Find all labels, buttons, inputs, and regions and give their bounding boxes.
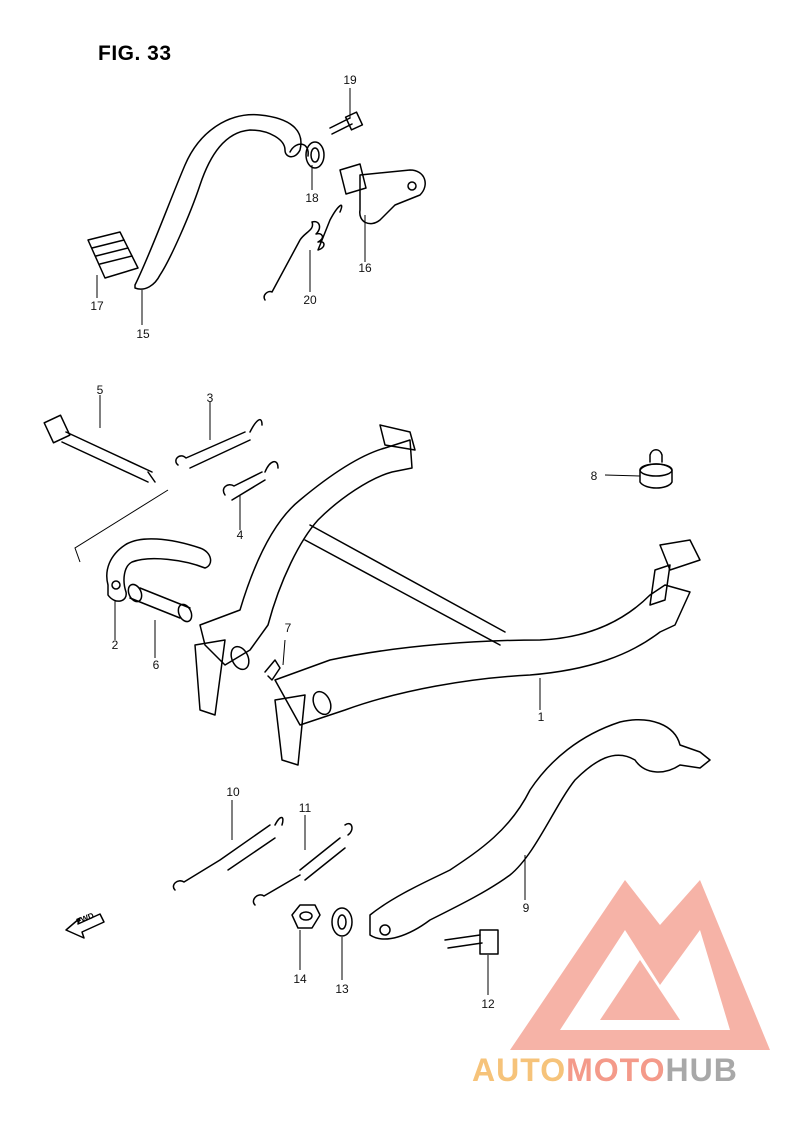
- stopper-8-part: [639, 449, 673, 489]
- callout-20: 20: [303, 293, 317, 307]
- callout-7: 7: [284, 621, 292, 635]
- watermark-part-1: AUTO: [472, 1052, 567, 1088]
- spring-4-part: [222, 460, 279, 501]
- watermark-text: AUTOMOTOHUB: [472, 1052, 738, 1089]
- callout-9: 9: [522, 901, 530, 915]
- callout-15: 15: [136, 327, 150, 341]
- gear-lever-part: [134, 113, 325, 290]
- watermark-part-3: HUB: [665, 1052, 738, 1088]
- callout-3: 3: [206, 391, 214, 405]
- callout-1: 1: [537, 710, 545, 724]
- bolt-19-part: [329, 111, 364, 135]
- callout-6: 6: [152, 658, 160, 672]
- callout-12: 12: [481, 997, 495, 1011]
- spring-11-part: [252, 823, 353, 906]
- shaft-bracket-part: [339, 163, 426, 225]
- callout-5: 5: [96, 383, 104, 397]
- callout-11: 11: [298, 801, 312, 815]
- callout-17: 17: [90, 299, 104, 313]
- bracket-2-part: [106, 538, 212, 602]
- spring-3-part: [175, 418, 263, 469]
- fwd-arrow-icon: [65, 913, 105, 939]
- bolt-12-part: [444, 929, 499, 955]
- nut-14-part: [291, 904, 321, 929]
- figure-title: FIG. 33: [98, 42, 172, 65]
- washer-13-part: [331, 907, 353, 937]
- callout-18: 18: [305, 191, 319, 205]
- leader-lines: [74, 88, 641, 995]
- watermark-part-2: MOTO: [566, 1052, 666, 1088]
- main-stand-part: [194, 424, 701, 766]
- callout-19: 19: [343, 73, 357, 87]
- callout-10: 10: [226, 785, 240, 799]
- spring-20-part: [263, 204, 343, 301]
- callout-16: 16: [358, 261, 372, 275]
- callout-4: 4: [236, 528, 244, 542]
- callout-8: 8: [590, 469, 598, 483]
- brake-pedal-part: [369, 719, 711, 940]
- watermark-logo: [510, 880, 770, 1050]
- collar-6-part: [127, 583, 193, 623]
- footpeg-rubber-part: [87, 231, 139, 279]
- callout-14: 14: [293, 972, 307, 986]
- clip-7-part: [264, 659, 281, 681]
- spring-10-part: [172, 816, 284, 891]
- bolt-5-part: [43, 414, 156, 483]
- callout-13: 13: [335, 982, 349, 996]
- callout-2: 2: [111, 638, 119, 652]
